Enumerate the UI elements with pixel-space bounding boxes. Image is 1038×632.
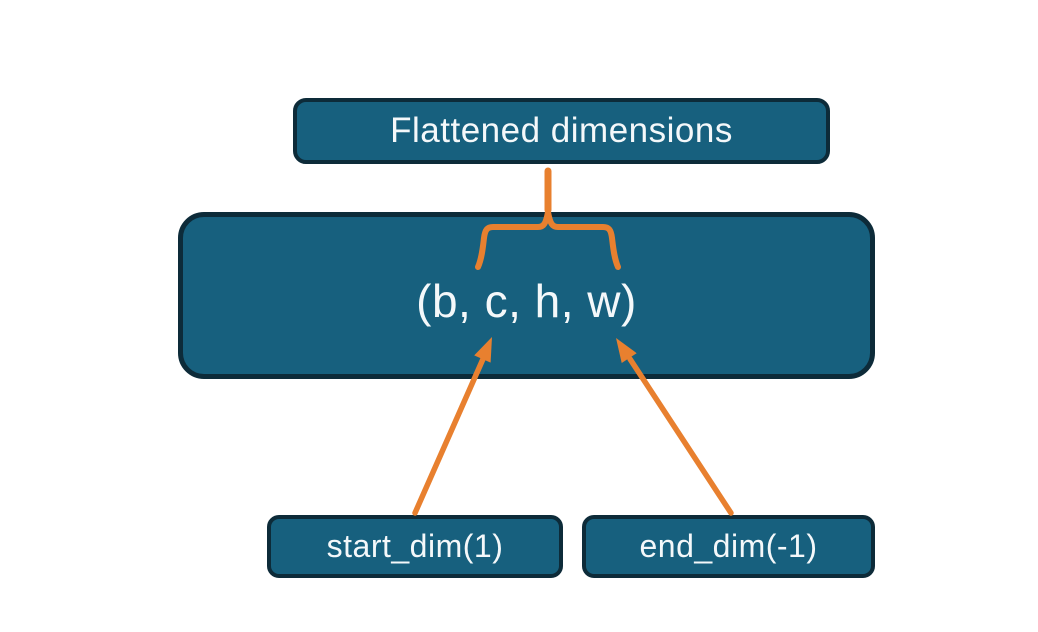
node-start-dim: start_dim(1): [267, 515, 563, 578]
node-end-dim: end_dim(-1): [582, 515, 875, 578]
node-tensor-shape-label: (b, c, h, w): [416, 274, 637, 327]
arrow-end-dim-line: [627, 356, 734, 516]
node-start-dim-label: start_dim(1): [326, 528, 504, 564]
arrow-start-dim-line: [412, 356, 486, 516]
node-end-dim-label: end_dim(-1): [639, 528, 818, 564]
node-flattened-dimensions-label: Flattened dimensions: [390, 111, 733, 150]
node-tensor-shape: (b, c, h, w): [178, 212, 875, 379]
node-flattened-dimensions: Flattened dimensions: [293, 98, 830, 164]
